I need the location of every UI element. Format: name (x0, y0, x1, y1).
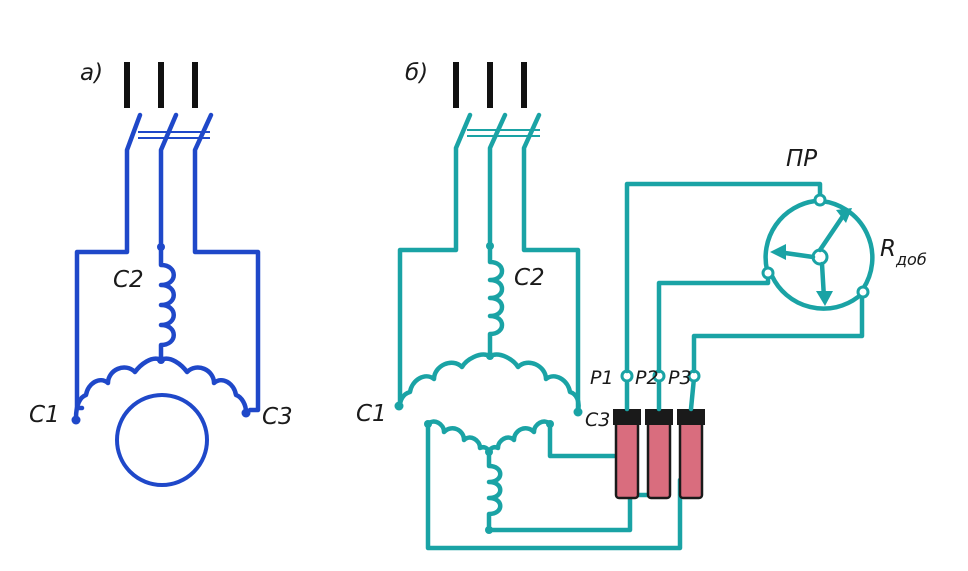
resistor-label: Rдоб (880, 236, 927, 269)
stator-coil-c3-b (487, 352, 581, 414)
diagram-a: а) С2 С1 С3 (29, 60, 293, 487)
terminal-dot-c1-a (71, 415, 81, 425)
diagram-a-label: а) (80, 60, 103, 86)
stator-coil-c2-b (486, 242, 505, 360)
brush-1 (614, 418, 640, 500)
coil-c1-a (73, 356, 164, 421)
supply-lines-a (124, 62, 198, 108)
coil-c2-a (157, 243, 176, 364)
coil-c3-a (158, 356, 249, 415)
slip-ring-brushes (613, 409, 705, 500)
brush-3 (678, 418, 704, 500)
diagram-b: б) (356, 60, 927, 551)
coil-label-c1-a: С1 (29, 402, 60, 428)
ring-label-p1: Р1 (590, 367, 614, 389)
coil-label-c2-b: С2 (514, 265, 545, 291)
stator-coil-c1-b (397, 352, 493, 409)
brush-2 (646, 418, 672, 500)
diagram-b-label: б) (405, 60, 428, 86)
coil-label-c3-a: С3 (262, 404, 293, 430)
terminal-dot-c2-top-a (157, 243, 165, 251)
supply-lines-b (453, 62, 527, 108)
switch-b (397, 112, 581, 415)
switch-label-pr: ПР (786, 146, 817, 172)
terminal-dot-c3-a (241, 408, 251, 418)
terminal-dot-c3-b (573, 407, 583, 417)
coil-label-c2-a: С2 (113, 267, 144, 293)
ring-label-p3: Р3 (668, 367, 692, 389)
resistor-label-r: R (880, 236, 896, 262)
rotor-winding-b (424, 419, 554, 534)
resistor-label-subscript: доб (895, 250, 927, 269)
terminal-dot-c1-b (394, 401, 404, 411)
starting-rheostat (761, 193, 875, 311)
ring-terminals (620, 369, 701, 412)
ring-label-p2: Р2 (635, 367, 659, 389)
rheostat-leads (624, 181, 865, 374)
coil-label-c1-b: С1 (356, 401, 387, 427)
coil-label-c3-b: С3 (585, 409, 610, 431)
rotor-a (115, 393, 209, 487)
switch-a (74, 112, 261, 413)
